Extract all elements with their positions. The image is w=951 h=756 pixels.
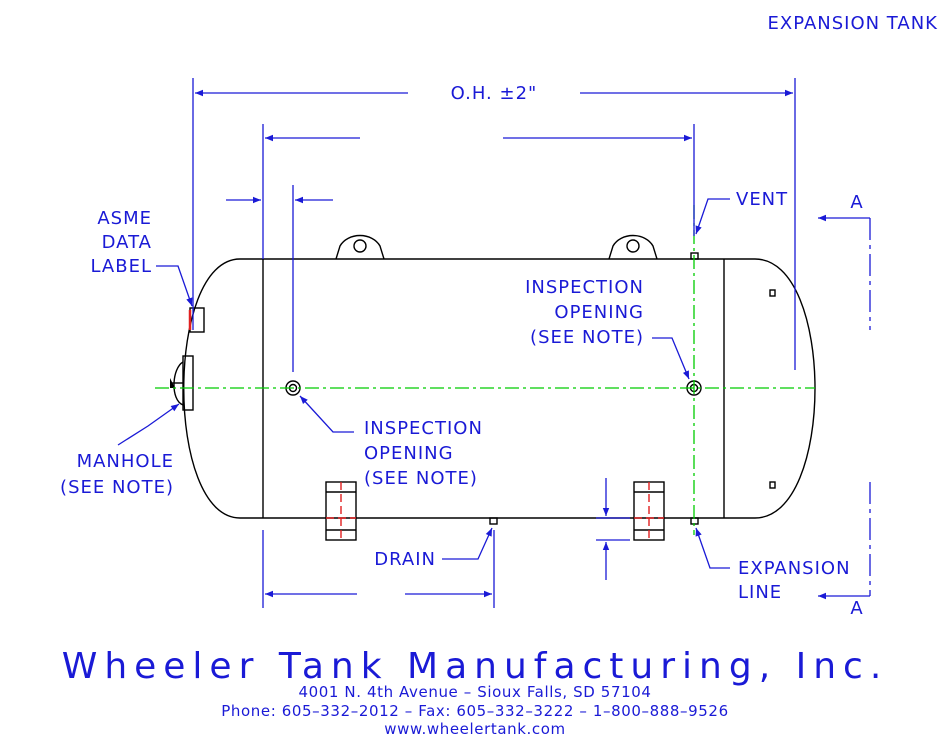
- inspection-left-line1: INSPECTION: [364, 418, 483, 439]
- head-fitting-upper: [769, 289, 776, 297]
- manhole-label-line2: (SEE NOTE): [60, 477, 174, 498]
- inspection-left-line2: OPENING: [364, 443, 454, 464]
- head-fitting-lower: [769, 481, 776, 489]
- manhole: [170, 355, 194, 411]
- expansion-line-callout: EXPANSION LINE: [695, 527, 851, 603]
- inspection-right-line2: OPENING: [554, 302, 644, 323]
- section-label-bottom: A: [850, 598, 863, 619]
- inspection-right-callout: INSPECTION OPENING (SEE NOTE): [525, 277, 690, 380]
- expansion-line-label-line1: EXPANSION: [738, 558, 851, 579]
- section-label-top: A: [850, 192, 863, 213]
- dimension-support-height: [596, 478, 630, 580]
- asme-label-line3: LABEL: [90, 256, 152, 277]
- inspection-right-line3: (SEE NOTE): [530, 327, 644, 348]
- drain-callout: DRAIN: [374, 527, 493, 570]
- asme-label-line2: DATA: [102, 232, 152, 253]
- drain-label: DRAIN: [374, 549, 436, 570]
- dimension-bottom-length: [262, 530, 495, 608]
- manhole-label-line1: MANHOLE: [77, 451, 174, 472]
- manhole-callout: MANHOLE (SEE NOTE): [60, 403, 180, 498]
- vent-callout: VENT: [695, 189, 788, 235]
- section-marker-top: A: [818, 192, 871, 330]
- overall-height-label: O.H. ±2": [451, 83, 538, 104]
- company-contact: Phone: 605–332–2012 – Fax: 605–332–3222 …: [221, 702, 728, 720]
- saddle-support-right: [633, 481, 665, 541]
- dimension-overall-height: O.H. ±2": [192, 78, 796, 370]
- dimension-seam-to-vent: [262, 124, 695, 259]
- company-website: www.wheelertank.com: [384, 720, 565, 738]
- company-name: Wheeler Tank Manufacturing, Inc.: [62, 646, 889, 687]
- lifting-lug-left: [335, 234, 385, 260]
- inspection-right-line1: INSPECTION: [525, 277, 644, 298]
- asme-label-line1: ASME: [97, 208, 152, 229]
- lifting-lug-right: [608, 234, 658, 260]
- asme-data-label-plate: [188, 307, 205, 333]
- inspection-left-line3: (SEE NOTE): [364, 468, 478, 489]
- section-marker-bottom: A: [818, 482, 871, 619]
- inspection-left-callout: INSPECTION OPENING (SEE NOTE): [299, 395, 483, 489]
- saddle-support-left: [325, 481, 357, 541]
- asme-callout: ASME DATA LABEL: [90, 208, 193, 307]
- drain-nozzle: [489, 517, 498, 525]
- expansion-line-label-line2: LINE: [738, 582, 782, 603]
- company-address: 4001 N. 4th Avenue – Sioux Falls, SD 571…: [298, 683, 651, 701]
- vent-label: VENT: [736, 189, 788, 210]
- drawing-title: EXPANSION TANK: [768, 13, 939, 34]
- dimension-seam-to-inspection: [226, 185, 333, 372]
